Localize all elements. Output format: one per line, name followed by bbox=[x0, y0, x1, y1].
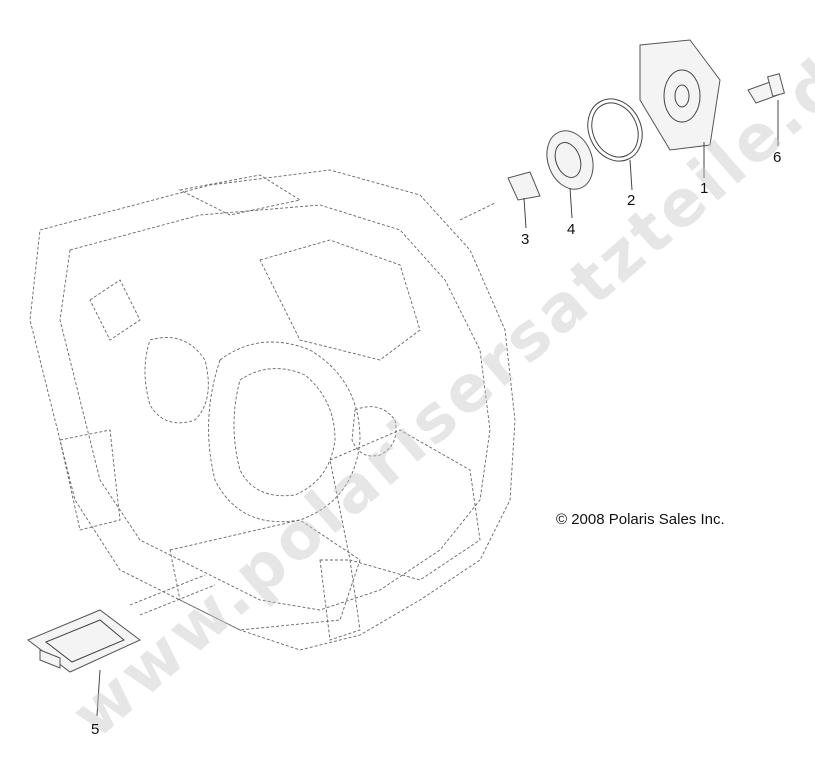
leader-lines bbox=[96, 100, 779, 717]
part-6-bolt bbox=[747, 73, 785, 104]
part-2-o-ring bbox=[587, 98, 643, 162]
callout-3: 3 bbox=[521, 231, 530, 248]
part-3-key bbox=[507, 171, 541, 201]
copyright-notice: © 2008 Polaris Sales Inc. bbox=[556, 511, 725, 528]
callout-2: 2 bbox=[627, 192, 636, 209]
callout-4: 4 bbox=[567, 221, 576, 238]
part-1-pump-cover bbox=[639, 39, 721, 151]
callout-6: 6 bbox=[773, 149, 782, 166]
part-5-screen bbox=[27, 574, 216, 673]
part-4-rotor bbox=[546, 130, 594, 190]
crankcase bbox=[29, 169, 516, 651]
callout-1: 1 bbox=[700, 180, 709, 197]
callout-5: 5 bbox=[91, 721, 100, 738]
